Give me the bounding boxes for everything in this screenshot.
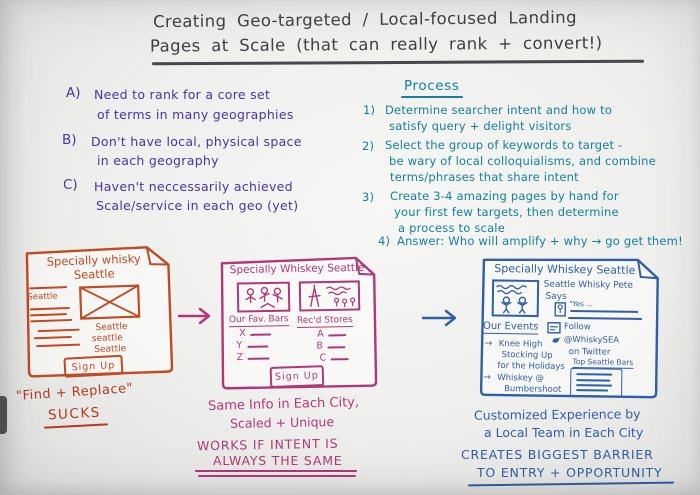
process-step-2-line-2: be wary of local colloquialisms, and com…	[389, 154, 656, 168]
text-line	[576, 373, 613, 376]
mock3-event2-line-2: Bumbershoot	[504, 384, 562, 395]
process-step-1-line-1: Determine searcher intent and how to	[385, 103, 613, 117]
mock2-left-item-1: X	[239, 327, 246, 340]
caption-underline	[195, 470, 357, 473]
twitter-bird-icon	[552, 337, 561, 343]
process-step-2-line-3: terms/phrases that share intent	[390, 170, 579, 184]
event-arrow-icon: →	[483, 372, 491, 383]
caption-underline	[198, 475, 356, 478]
event-arrow-icon: →	[484, 338, 493, 349]
mock2-caption-line-2: Scaled + Unique	[229, 414, 335, 431]
problem-b-line-1: Don't have local, physical space	[91, 134, 302, 149]
mock2-caption-line-3: WORKS IF INTENT IS	[196, 435, 339, 454]
problem-b-label: B)	[62, 132, 77, 148]
mock2-right-column-header-text: Rec'd Stores	[296, 315, 353, 329]
mock3-caption-line-3: CREATES BIGGEST BARRIER	[461, 447, 654, 462]
process-step-2-line-1: Select the group of keywords to target -	[385, 138, 623, 152]
process-heading: Process	[404, 78, 460, 94]
mockup-page-1: Specially whisky Seattle Seattle Seattle…	[21, 243, 175, 379]
process-step-1-line-2: satisfy query + delight visitors	[389, 119, 572, 133]
mock3-event1-line-1: Knee High	[498, 339, 543, 350]
mock2-right-column-header: Rec'd Stores	[296, 315, 353, 329]
mock3-events-header: Our Events	[482, 320, 539, 335]
text-line	[576, 379, 611, 382]
problem-c-line-1: Haven't neccessarily achieved	[94, 179, 293, 194]
text-line	[576, 389, 609, 392]
problem-c-line-2: Scale/service in each geo (yet)	[96, 198, 299, 213]
mock3-quote-text: "Yes ...	[569, 300, 593, 309]
mock2-left-item-3: Z	[236, 351, 244, 364]
mock2-caption-line-1: Same Info in Each City,	[207, 395, 360, 414]
image-placeholder-icon	[79, 284, 141, 320]
mock3-list-box	[570, 368, 623, 397]
bar-scene-sketch-icon	[236, 281, 291, 313]
board-title-line-1: Creating Geo-targeted / Local-focused La…	[152, 7, 578, 32]
mockup-page-3: Specially Whiskey Seattle Seattle Whisky…	[476, 255, 662, 401]
mock3-follow-handle: @WhiskySEA	[563, 334, 620, 346]
mock3-expert-line-1: Seattle Whisky Pete	[543, 279, 633, 291]
sucks-underline	[43, 423, 109, 430]
mock1-caption-line-1: "Find + Replace"	[15, 380, 134, 405]
mock3-title: Specially Whiskey Seattle	[494, 261, 636, 277]
avatar-icon	[554, 302, 567, 317]
process-step-2-number: 2)	[362, 139, 375, 153]
problem-a-line-2: of terms in many geographies	[97, 107, 294, 122]
process-step-4-number: 4)	[378, 234, 391, 248]
caption-underline	[467, 481, 675, 487]
mock2-right-item-3: C	[319, 352, 327, 364]
mock3-caption-line-4: TO ENTRY + OPPORTUNITY	[477, 465, 663, 480]
seattle-skyline-sketch-icon	[298, 280, 361, 312]
mock3-follow-label: Follow	[563, 321, 591, 333]
mock2-right-item-1: A	[317, 328, 324, 340]
problem-c-label: C)	[63, 177, 78, 193]
process-step-1-number: 1)	[363, 103, 376, 117]
mock2-caption-line-4: ALWAYS THE SAME	[213, 453, 343, 468]
mock2-left-item-2: Y	[236, 339, 243, 352]
mock3-event1-line-3: for the Holidays	[497, 361, 565, 372]
mock3-caption-line-1: Customized Experience by	[473, 406, 641, 423]
process-step-3-line-3: a process to scale	[398, 221, 505, 235]
problem-b-line-2: in each geography	[97, 153, 219, 168]
page-outline-icon	[479, 258, 659, 399]
mock1-sidebar-label: Seattle	[27, 291, 58, 303]
arrow-right-icon	[421, 309, 457, 327]
process-step-3-number: 3)	[362, 190, 375, 204]
problem-a-line-1: Need to rank for a core set	[94, 87, 271, 102]
board-title-line-2: Pages at Scale (that can really rank + c…	[149, 33, 603, 56]
problem-a-label: A)	[66, 85, 81, 101]
mock2-right-item-2: B	[316, 340, 324, 352]
mock1-list-label-2: seattle	[91, 333, 123, 345]
mock3-expert-line-2: Says	[545, 291, 567, 302]
mock3-event1-line-2: Stocking Up	[501, 350, 553, 361]
mock1-list-label-3: Seattle	[94, 344, 127, 356]
process-step-3-line-1: Create 3-4 amazing pages by hand for	[390, 189, 619, 203]
mock3-caption-line-2: a Local Team in Each City	[484, 425, 644, 440]
people-cheers-sketch-icon	[491, 279, 540, 318]
mock3-events-header-text: Our Events	[482, 320, 539, 335]
process-step-3-line-2: your first few targets, then determine	[394, 205, 619, 219]
mock3-follow-platform: on Twitter	[568, 346, 611, 358]
mock1-caption-line-2: SUCKS	[47, 404, 102, 424]
mock3-list-header: Top Seattle Bars	[572, 357, 634, 369]
process-step-4-line-1: Answer: Who will amplify + why → go get …	[397, 234, 683, 248]
mock1-list-label-1: Seattle	[95, 321, 128, 334]
mock2-left-column-header: Our Fav. Bars	[228, 314, 289, 328]
board-edge-mark	[0, 396, 7, 434]
mock3-list-header-text: Top Seattle Bars	[572, 357, 634, 369]
arrow-right-icon	[177, 307, 211, 325]
follow-badge-icon	[547, 321, 561, 334]
mockup-page-2: Specially Whiskey Seattle Our Fav. Bars …	[216, 255, 380, 392]
mock1-sign-up-button: Sign Up	[63, 354, 124, 378]
process-heading-underline	[401, 96, 463, 99]
page-outline-icon	[220, 256, 378, 390]
mock2-left-column-header-text: Our Fav. Bars	[228, 314, 289, 328]
mock3-event2-line-1: Whiskey @	[497, 373, 545, 384]
title-underline	[151, 59, 645, 66]
mock2-sign-up-button: Sign Up	[269, 365, 325, 388]
text-line	[576, 384, 613, 387]
